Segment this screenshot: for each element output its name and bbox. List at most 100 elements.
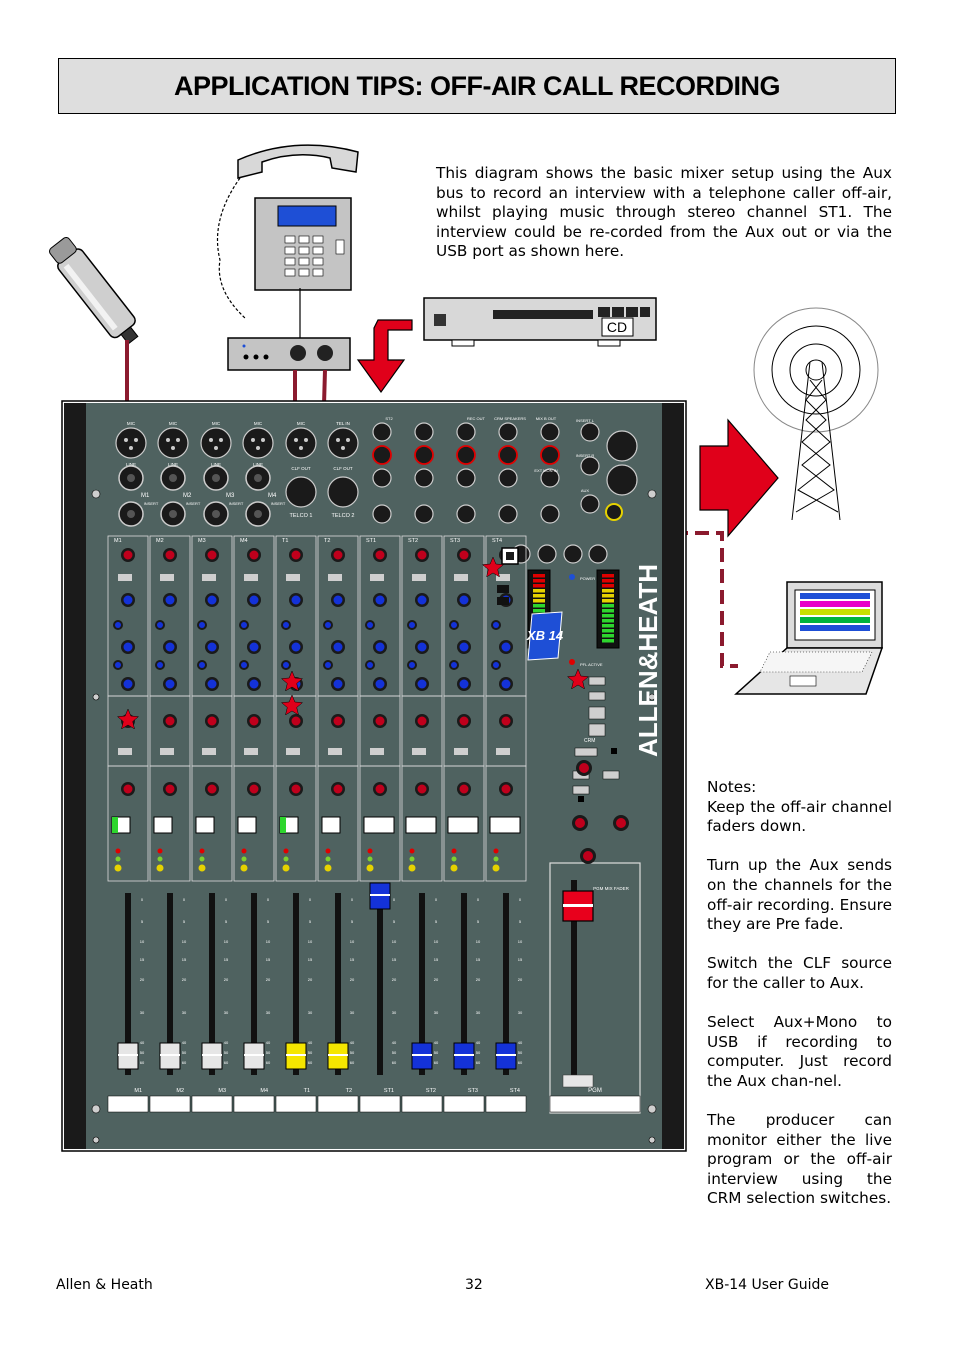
channel-button bbox=[328, 574, 342, 581]
fader-scale-label: 5 bbox=[351, 919, 354, 924]
fader-scale-label: 60 bbox=[224, 1060, 229, 1065]
mix-b-button bbox=[328, 748, 342, 755]
crm-speakers-label: CRM SPEAKERS bbox=[494, 416, 526, 421]
pfl-led bbox=[240, 864, 248, 872]
xlr-input bbox=[200, 427, 232, 459]
meter-led bbox=[533, 584, 545, 588]
laptop-icon bbox=[734, 581, 884, 695]
fader-scale-label: 20 bbox=[518, 977, 523, 982]
line-label: LINE bbox=[168, 462, 178, 467]
channel-top-label: M2 bbox=[156, 538, 164, 544]
xlr-input bbox=[115, 427, 147, 459]
xb14-logo: XB 14 bbox=[526, 611, 564, 661]
rca-jack bbox=[456, 422, 476, 442]
fader-scale-label: 40 bbox=[518, 1040, 523, 1045]
fader-scale-label: 60 bbox=[350, 1060, 355, 1065]
meter-led bbox=[602, 584, 614, 588]
channel-button bbox=[496, 574, 510, 581]
meter-led bbox=[602, 614, 614, 618]
fader-scale-label: 20 bbox=[266, 977, 271, 982]
channel-pan-box bbox=[191, 765, 233, 882]
pfl-led bbox=[450, 864, 458, 872]
xlr-input bbox=[285, 427, 317, 459]
telco-label: TELCO 2 bbox=[332, 513, 355, 519]
fader-scale-label: 30 bbox=[518, 1010, 523, 1015]
microphone-icon bbox=[49, 236, 139, 345]
peak-led bbox=[157, 848, 163, 854]
fader-scale-label: 15 bbox=[224, 957, 229, 962]
channel-button bbox=[370, 574, 384, 581]
fader-track bbox=[167, 893, 173, 1075]
fader-scale-label: 5 bbox=[141, 919, 144, 924]
channel-name: ST2 bbox=[426, 1088, 436, 1094]
fader-scale-label: 40 bbox=[476, 1040, 481, 1045]
fader-scale-label: 30 bbox=[308, 1010, 313, 1015]
mix-b-button bbox=[454, 748, 468, 755]
scribble-strip bbox=[149, 1095, 191, 1113]
line-jack bbox=[540, 504, 560, 524]
fader-scale-label: 20 bbox=[476, 977, 481, 982]
meter-led bbox=[602, 619, 614, 623]
line-jack bbox=[456, 504, 476, 524]
peak-led bbox=[367, 848, 373, 854]
cd-to-mixer-arrow bbox=[356, 319, 413, 394]
mix-b-button bbox=[370, 748, 384, 755]
output-arrow bbox=[699, 418, 779, 538]
telco-label: TELCO 1 bbox=[290, 513, 313, 519]
fader-scale-label: 15 bbox=[392, 957, 397, 962]
meter-led bbox=[533, 579, 545, 583]
fader-scale-label: 30 bbox=[434, 1010, 439, 1015]
fader-scale-label: 20 bbox=[140, 977, 145, 982]
send-out-jack bbox=[605, 503, 623, 521]
fader-scale-label: 60 bbox=[476, 1060, 481, 1065]
channel-button bbox=[244, 574, 258, 581]
insert-label: INSERT bbox=[271, 501, 286, 506]
mix-b-button bbox=[118, 748, 132, 755]
signal-led bbox=[409, 856, 415, 862]
insert-label: INSERT bbox=[186, 501, 201, 506]
jack-label: ST2 bbox=[385, 416, 393, 421]
fader-track bbox=[461, 893, 467, 1075]
fader-scale-label: 30 bbox=[140, 1010, 145, 1015]
footer-left: Allen & Heath bbox=[56, 1277, 153, 1293]
pfl-led bbox=[114, 864, 122, 872]
pfl-led bbox=[282, 864, 290, 872]
rca-jack bbox=[498, 445, 518, 465]
notes: Notes: Keep the off-air channel faders d… bbox=[707, 778, 892, 1229]
signal-led bbox=[493, 856, 499, 862]
fader-scale-label: 60 bbox=[308, 1060, 313, 1065]
fader-scale-label: 0 bbox=[477, 897, 480, 902]
signal-led bbox=[325, 856, 331, 862]
notes-heading: Notes: bbox=[707, 778, 757, 796]
channel-pan-box bbox=[149, 765, 191, 882]
rca-jack bbox=[456, 445, 476, 465]
channel-top-label: ST3 bbox=[450, 538, 460, 544]
meter-led bbox=[602, 604, 614, 608]
cd-label: CD bbox=[607, 319, 627, 335]
channel-pan-box bbox=[401, 765, 443, 882]
xlr-label: MIC bbox=[127, 421, 136, 426]
fader-track bbox=[503, 893, 509, 1075]
fader-track bbox=[377, 893, 383, 1075]
peak-led bbox=[325, 848, 331, 854]
meter-led bbox=[533, 609, 545, 613]
line-jack bbox=[456, 468, 476, 488]
mix-b-button bbox=[286, 748, 300, 755]
fader-scale-label: 30 bbox=[392, 1010, 397, 1015]
insert-jack bbox=[580, 494, 600, 514]
insert-jack bbox=[580, 456, 600, 476]
clf-xlr-output bbox=[285, 476, 317, 508]
scribble-strip bbox=[233, 1095, 275, 1113]
fader-scale-label: 50 bbox=[350, 1050, 355, 1055]
meter-led bbox=[602, 639, 614, 643]
pfl-led bbox=[324, 864, 332, 872]
meter-led bbox=[602, 594, 614, 598]
pfl-led bbox=[198, 864, 206, 872]
line-jack bbox=[414, 504, 434, 524]
pgm-label: PGM bbox=[588, 1088, 602, 1094]
brand-label: ALLEN&HEATH bbox=[633, 564, 663, 757]
meter-led bbox=[602, 624, 614, 628]
xlr-label: MIC bbox=[254, 421, 263, 426]
insert-r-label: INSERT R bbox=[576, 453, 595, 458]
rca-jack bbox=[414, 422, 434, 442]
